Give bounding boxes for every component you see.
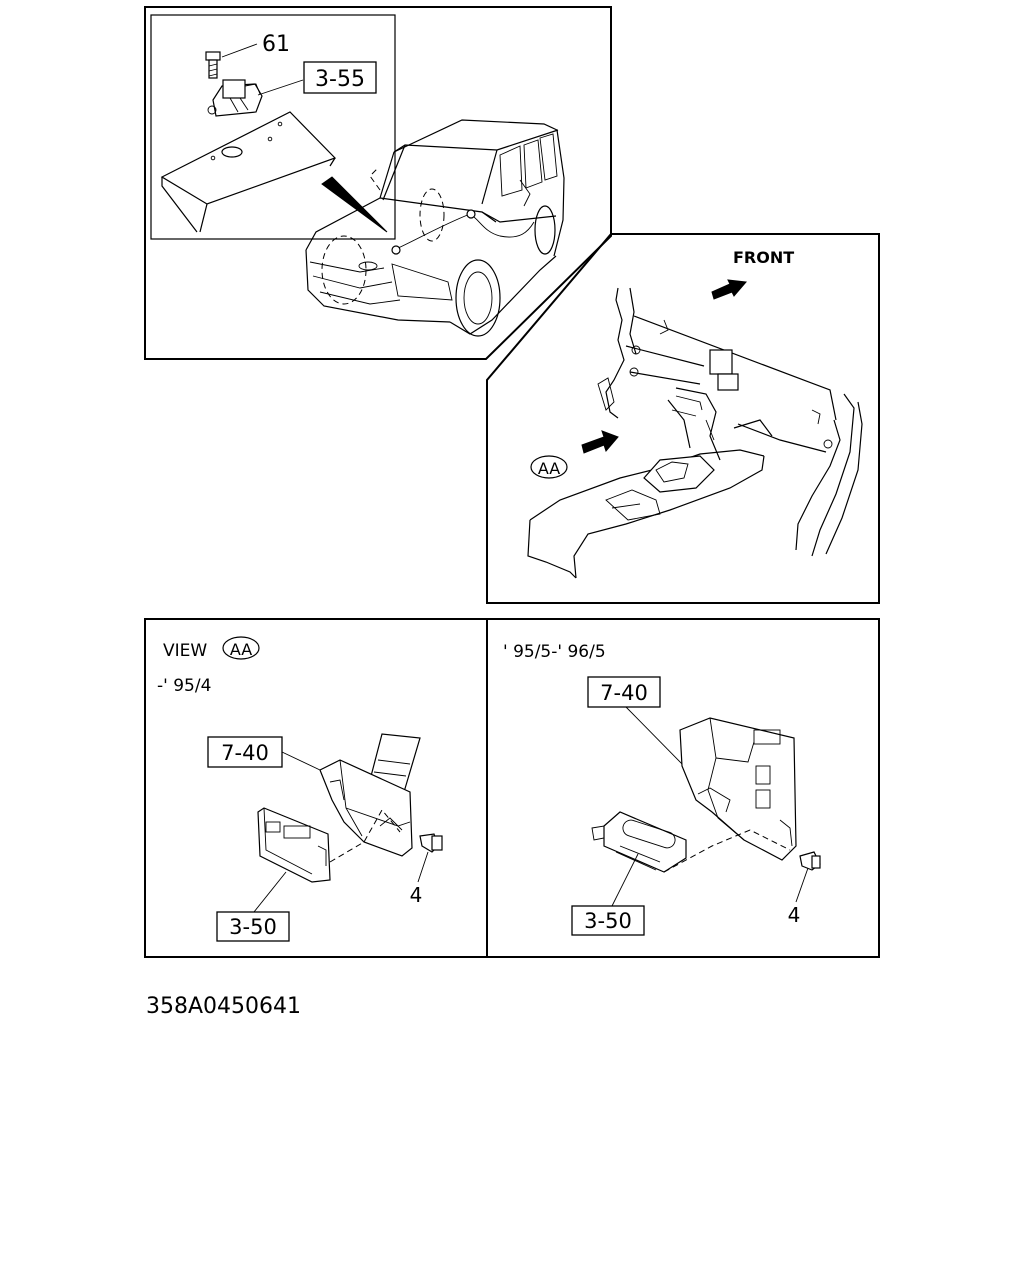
callout-box-7-40-early bbox=[207, 736, 283, 768]
leader-61 bbox=[221, 43, 258, 58]
detail-pointer bbox=[321, 176, 388, 233]
sensor-detail-inset: 61 3-55 bbox=[150, 14, 396, 240]
leader-4-late bbox=[795, 867, 809, 903]
view-aa-marker-early bbox=[222, 636, 260, 660]
callout-box-7-40-late bbox=[587, 676, 661, 708]
leader-7-40-late bbox=[625, 706, 687, 769]
figure-code: 358A0450641 bbox=[146, 994, 301, 1019]
view-aa-marker bbox=[530, 455, 568, 479]
vehicle-overview-panel: 61 3-55 bbox=[144, 6, 612, 360]
left-pillar bbox=[597, 287, 637, 419]
callout-4-early: 4 bbox=[410, 883, 423, 907]
front-label: FRONT bbox=[733, 248, 794, 267]
duct-early bbox=[369, 733, 421, 793]
bracket-7-40-early bbox=[319, 759, 413, 857]
period-label-late: ' 95/5-' 96/5 bbox=[503, 642, 606, 662]
leader-3-50-late bbox=[611, 853, 639, 907]
center-console bbox=[667, 387, 773, 461]
panel-2-frame bbox=[486, 233, 880, 604]
panel-1-frame bbox=[144, 6, 612, 360]
inset-frame bbox=[150, 14, 396, 240]
floor-tunnel bbox=[527, 449, 765, 579]
bolt-61 bbox=[205, 51, 221, 79]
mount-line-late bbox=[663, 829, 791, 873]
view-aa-late-panel: ' 95/5-' 96/5 7-40 bbox=[486, 618, 880, 958]
console-area-panel: FRONT AA bbox=[486, 233, 880, 604]
leader-4-early bbox=[417, 851, 429, 883]
view-aa-label: AA bbox=[538, 459, 560, 478]
callout-3-50-early: 3-50 bbox=[229, 915, 277, 939]
leader-3-50-early bbox=[253, 871, 287, 913]
callout-3-50-late: 3-50 bbox=[584, 909, 632, 933]
period-label-early: -' 95/4 bbox=[157, 676, 211, 696]
leader-7-40-early bbox=[281, 751, 321, 771]
panel-3-frame bbox=[144, 618, 488, 958]
vehicle-outline bbox=[305, 119, 565, 337]
callout-box-3-50-late bbox=[571, 905, 645, 936]
front-arrow bbox=[711, 279, 747, 300]
bracket-7-40-late bbox=[679, 717, 797, 861]
callout-3-55: 3-55 bbox=[315, 67, 365, 92]
impact-sensor bbox=[207, 79, 263, 117]
callout-7-40-early: 7-40 bbox=[221, 741, 269, 765]
mount-line-early bbox=[329, 809, 401, 863]
callout-61: 61 bbox=[262, 32, 290, 57]
view-aa-early-panel: VIEW AA -' 95/4 7-40 bbox=[144, 618, 488, 958]
callout-box-3-50-early bbox=[216, 911, 290, 942]
view-label: VIEW bbox=[163, 641, 207, 661]
bolt-4-late bbox=[799, 851, 821, 871]
right-pillar bbox=[795, 393, 863, 557]
panel-4-frame bbox=[486, 618, 880, 958]
leader-3-55 bbox=[257, 79, 304, 96]
mounting-panel bbox=[160, 111, 337, 233]
control-unit-late bbox=[591, 811, 687, 873]
dash-cross-member bbox=[625, 315, 837, 453]
callout-box-3-55 bbox=[303, 61, 377, 94]
view-aa-arrow bbox=[581, 430, 619, 454]
callout-7-40-late: 7-40 bbox=[600, 681, 648, 705]
control-unit-early bbox=[257, 807, 331, 883]
callout-4-late: 4 bbox=[788, 903, 801, 927]
bolt-4-early bbox=[419, 833, 443, 853]
view-aa-label-early: AA bbox=[230, 640, 252, 659]
